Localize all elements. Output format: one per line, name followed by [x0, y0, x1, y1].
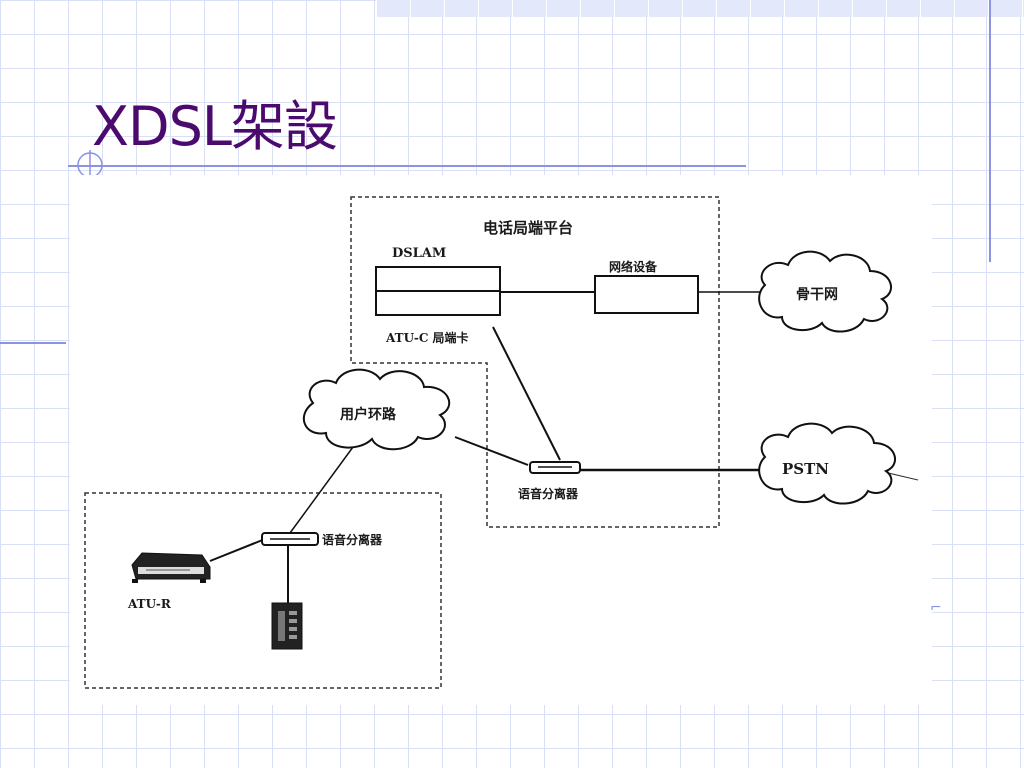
backbone-cloud [758, 250, 893, 333]
atu-c-label: ATU-C 局端卡 [385, 330, 469, 345]
co-splitter-label: 语音分离器 [518, 486, 579, 501]
network-device-box [594, 275, 699, 314]
user-loop-cloud [302, 368, 451, 451]
user-loop-to-splitter-link [454, 436, 529, 466]
user-splitter-to-atu-r-link [209, 538, 266, 562]
user-premises-boundary [84, 492, 442, 689]
central-office-title: 电话局端平台 [483, 219, 573, 237]
central-office-boundary [350, 196, 720, 528]
decorative-vertical-line [989, 0, 991, 262]
user-loop-label: 用户环路 [340, 406, 397, 423]
network-device-label: 网络设备 [609, 259, 658, 274]
header-grid-band [376, 0, 1024, 17]
telephone-icon [271, 602, 303, 650]
corner-mark: ⌐ [930, 600, 942, 616]
user-loop-to-user-splitter-link [289, 446, 354, 534]
title-underline [68, 165, 746, 167]
atu-r-modem-icon [131, 552, 211, 583]
dslam-label: DSLAM [392, 246, 446, 261]
slide-title: XDSL架設 [92, 95, 338, 158]
pstn-cloud [758, 422, 897, 505]
atu-c-to-splitter-link [492, 326, 561, 461]
user-splitter-label: 语音分离器 [322, 532, 383, 547]
decorative-horizontal-line [0, 342, 66, 344]
atu-r-label: ATU-R [127, 597, 172, 611]
network-diagram: 电话局端平台 DSLAM ATU-C 局端卡 网络设备 骨干网 用户环路 语音分… [70, 175, 932, 705]
pstn-label: PSTN [782, 460, 829, 478]
backbone-label: 骨干网 [796, 286, 838, 303]
